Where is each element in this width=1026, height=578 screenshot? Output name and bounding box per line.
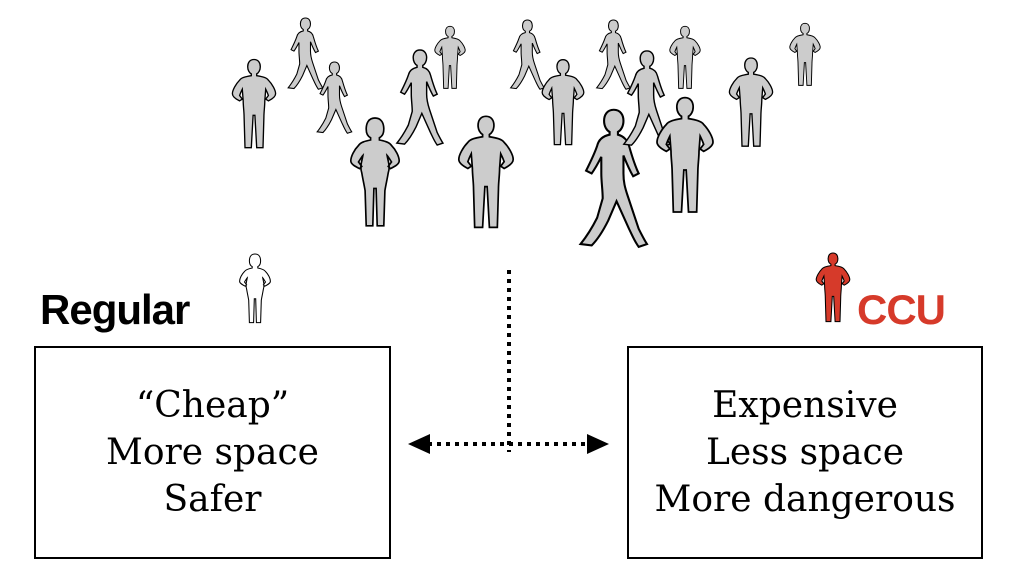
crowd-person-icon bbox=[596, 19, 631, 90]
crowd bbox=[231, 17, 821, 248]
crowd-person-icon bbox=[231, 58, 277, 149]
ccu-line-safety: More dangerous bbox=[654, 479, 956, 520]
ccu-line-space: Less space bbox=[705, 432, 905, 473]
crowd-person-icon bbox=[669, 25, 701, 90]
crowd-person-icon bbox=[396, 49, 444, 146]
arrow-right-icon bbox=[587, 434, 609, 454]
dotted-connector bbox=[428, 270, 590, 452]
crowd-person-icon bbox=[316, 61, 353, 134]
ccu-man-icon bbox=[815, 252, 851, 323]
crowd-person-icon bbox=[510, 19, 545, 90]
ccu-box: Expensive Less space More dangerous bbox=[627, 346, 983, 559]
crowd-person-icon bbox=[655, 96, 715, 214]
ccu-label: CCU bbox=[857, 286, 946, 333]
arrow-left-icon bbox=[408, 434, 430, 454]
crowd-person-icon bbox=[789, 22, 821, 87]
regular-line-cost: “Cheap” bbox=[135, 385, 290, 426]
crowd-person-icon bbox=[728, 57, 774, 148]
crowd-person-icon bbox=[541, 58, 585, 146]
regular-woman-icon bbox=[238, 253, 272, 324]
regular-label: Regular bbox=[40, 286, 190, 333]
ccu-line-cost: Expensive bbox=[712, 385, 898, 426]
crowd-person-icon bbox=[349, 116, 401, 227]
crowd-person-icon bbox=[457, 115, 515, 229]
regular-line-safety: Safer bbox=[163, 479, 262, 520]
regular-line-space: More space bbox=[106, 432, 319, 473]
crowd-person-icon bbox=[287, 17, 324, 90]
regular-box: “Cheap” More space Safer bbox=[34, 346, 391, 559]
crowd-person-icon bbox=[434, 25, 466, 90]
